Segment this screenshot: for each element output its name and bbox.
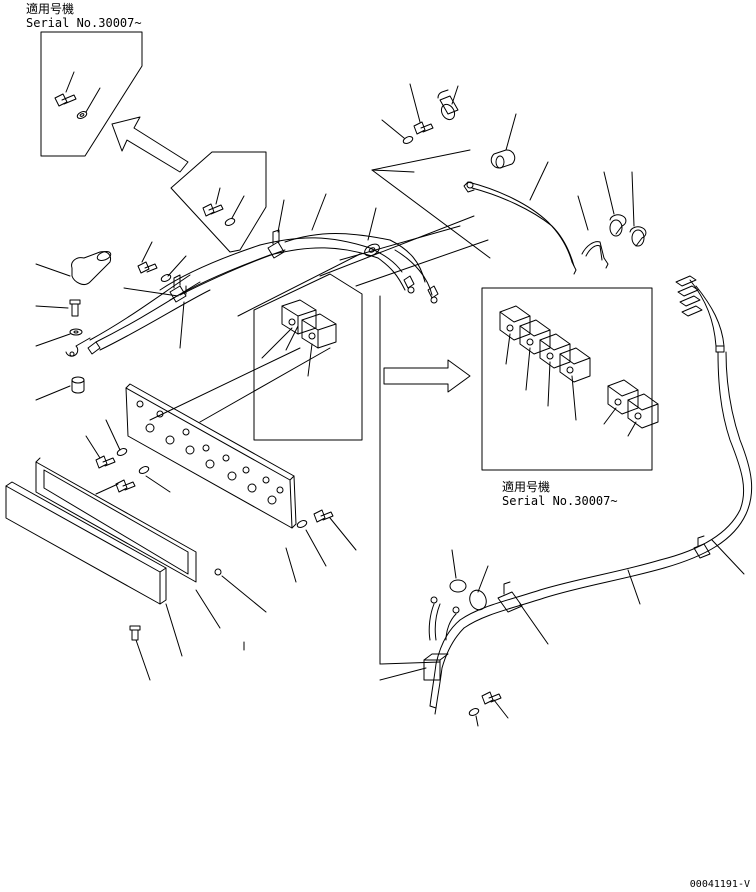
bolt-mid-left xyxy=(138,262,172,283)
relay-detail-box xyxy=(254,274,362,440)
hollow-arrow-up-left xyxy=(112,117,188,172)
applicable-label-top: 適用号機 xyxy=(26,2,75,16)
callout-small xyxy=(171,152,266,252)
cover-plate xyxy=(6,482,166,604)
washer-left xyxy=(70,329,82,335)
bolt-left xyxy=(70,300,80,316)
plate-bolts xyxy=(86,420,356,680)
terminal-boot xyxy=(72,250,112,285)
battery-cable-right xyxy=(380,276,752,726)
serial-label-right: Serial No.30007~ xyxy=(502,494,618,508)
detail-box-top-left xyxy=(41,32,142,156)
hollow-arrow-right xyxy=(384,360,470,392)
battery-cable-upper xyxy=(66,230,438,356)
projection-lines xyxy=(150,170,490,664)
serial-label-top: Serial No.30007~ xyxy=(26,16,142,30)
leaders-left xyxy=(36,194,376,400)
applicable-label-right: 適用号機 xyxy=(502,480,551,494)
mounting-plate xyxy=(126,384,296,528)
gasket-strip xyxy=(36,458,196,582)
cable-top-right xyxy=(372,84,646,274)
relay-detail-box-right xyxy=(482,288,658,470)
spacer-collar xyxy=(72,377,84,393)
drawing-code: 00041191-V xyxy=(689,879,750,890)
